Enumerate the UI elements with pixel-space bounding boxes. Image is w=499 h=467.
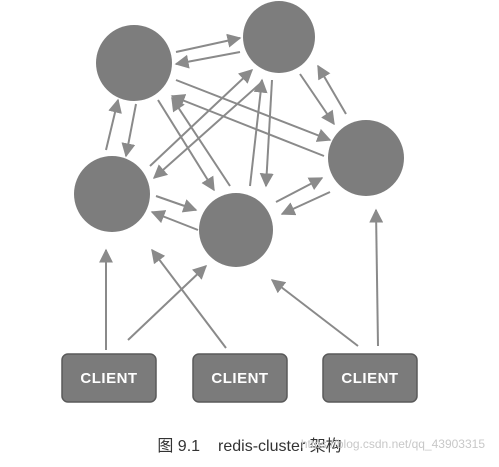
client-label-1: CLIENT <box>80 370 137 387</box>
figure-number: 图 9.1 <box>157 438 201 455</box>
figure-caption: 图 9.1 redis-cluster 架构 <box>0 432 499 456</box>
figure-title: redis-cluster 架构 <box>218 438 342 455</box>
link-tr-c-a <box>249 78 268 187</box>
link-tl-tr-a <box>175 33 242 53</box>
link-c-r-a <box>275 177 324 203</box>
node-center <box>199 193 273 267</box>
node-links <box>105 33 347 231</box>
node-right <box>328 120 404 196</box>
link-client3-center <box>270 279 359 347</box>
link-tl-l-b <box>121 103 137 158</box>
client-label-3: CLIENT <box>341 370 398 387</box>
client-box-3: CLIENT <box>322 353 418 403</box>
link-client1-center <box>127 265 208 341</box>
client-label-2: CLIENT <box>211 370 268 387</box>
link-tl-c-b <box>171 96 231 187</box>
cluster-nodes <box>74 1 404 267</box>
link-client3-right <box>369 208 384 347</box>
link-client2-left <box>151 248 227 349</box>
link-l-c-a <box>155 195 198 213</box>
client-box-1: CLIENT <box>61 353 157 403</box>
link-c-r-b <box>280 191 331 216</box>
clients: CLIENT CLIENT CLIENT <box>61 353 418 403</box>
client-box-2: CLIENT <box>192 353 288 403</box>
link-tl-l-a <box>105 98 122 151</box>
link-tr-c-b <box>259 79 274 188</box>
link-tr-l-a <box>149 69 254 167</box>
link-l-c-b <box>150 210 199 231</box>
link-tl-r-a <box>175 79 332 142</box>
link-tr-r-b <box>317 64 347 115</box>
link-tl-tr-b <box>174 51 241 69</box>
link-tr-r-a <box>299 73 335 126</box>
node-top-left <box>96 25 172 101</box>
node-top-right <box>243 1 315 73</box>
link-tl-c-a <box>157 99 215 192</box>
watermark: https://blog.csdn.net/qq_43903315 <box>300 437 485 451</box>
link-tl-r-b <box>170 94 325 157</box>
node-left <box>74 156 150 232</box>
client-links <box>99 208 384 350</box>
link-tr-l-b <box>152 81 263 179</box>
